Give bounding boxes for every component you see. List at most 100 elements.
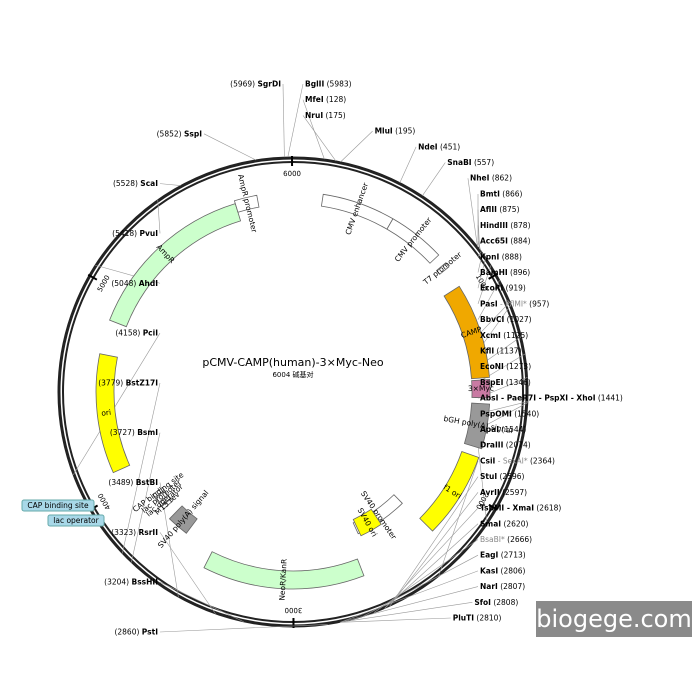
site-leader-r15 <box>477 280 500 320</box>
feature-12 <box>154 490 169 504</box>
site-leader-r30 <box>362 554 479 617</box>
feature-2 <box>435 262 450 275</box>
site-label-r19: BspEI (1346) <box>480 378 531 387</box>
site-label-r24: CsiI - SexAI* (2364) <box>480 456 555 465</box>
site-label-l2: (3323) RsrII <box>111 528 158 537</box>
site-label-r34: PluTI (2810) <box>453 614 502 623</box>
feature-16 <box>109 203 242 328</box>
watermark-logo: biogege.com <box>536 601 692 637</box>
tick-label-4000: 4000 <box>97 492 113 511</box>
callout-1: lac operator <box>47 514 105 527</box>
plasmid-size: 6004 碱基对 <box>272 370 313 379</box>
site-label-r11: KpnI (888) <box>480 252 522 261</box>
site-label-r2: NruI (175) <box>305 111 346 120</box>
site-leader-r33 <box>340 601 473 623</box>
feature-label-9: NeoR/KanR <box>278 559 289 601</box>
site-label-l10: (5852) SspI <box>157 129 203 138</box>
tick-1000 <box>488 272 498 280</box>
site-label-l9: (5528) ScaI <box>113 179 158 188</box>
feature-5 <box>463 402 491 450</box>
feature-label-4: 3×Myc <box>468 384 494 393</box>
feature-14 <box>151 487 165 499</box>
callouts: CAP binding site lac operator <box>21 499 105 527</box>
site-label-r23: DraIII (2074) <box>480 441 531 450</box>
site-leader-r0 <box>287 83 304 158</box>
tick-5000 <box>87 273 98 281</box>
feature-3 <box>443 285 490 380</box>
site-label-r0: BglII (5983) <box>305 80 352 89</box>
site-leader-r32 <box>340 586 479 623</box>
site-label-r27: TspMI - XmaI (2618) <box>480 504 561 513</box>
feature-4 <box>471 379 491 399</box>
site-label-r17: KflI (1137) <box>480 347 522 356</box>
site-label-r22: ApaI (1544) <box>480 425 526 434</box>
site-leader-r5 <box>422 162 446 196</box>
site-leader-r16 <box>477 301 511 336</box>
tick-label-5000: 5000 <box>96 274 112 293</box>
site-label-r33: SfoI (2808) <box>474 598 518 607</box>
site-label-r6: NheI (862) <box>470 174 512 183</box>
site-leader-r27 <box>384 507 479 609</box>
site-label-l3: (3489) BstBI <box>108 478 158 487</box>
site-leaders <box>72 83 528 633</box>
tick-label-6000: 6000 <box>283 170 301 178</box>
site-label-r25: StuI (2596) <box>480 472 525 481</box>
site-leader-r1 <box>302 99 325 160</box>
site-label-r9: HindIII (878) <box>480 221 531 230</box>
site-label-r13: EcoRI (919) <box>480 284 526 293</box>
site-leader-l5 <box>121 382 161 554</box>
feature-11 <box>158 494 172 507</box>
site-leader-r31 <box>340 570 479 623</box>
site-leader-l11 <box>282 83 285 158</box>
site-label-r26: AvrII (2597) <box>480 488 527 497</box>
feature-6 <box>419 451 480 532</box>
site-leader-l1 <box>159 581 244 623</box>
site-label-r20: AbsI - PaeR7I - PspXI - XhoI (1441) <box>480 394 623 403</box>
svg-text:CAP binding site: CAP binding site <box>27 501 89 510</box>
tick-label-3000: 3000 <box>285 606 303 614</box>
site-leader-l10 <box>203 133 256 161</box>
plasmid-name: pCMV-CAMP(human)-3×Myc-Neo <box>202 356 383 369</box>
site-leader-r28 <box>384 523 479 609</box>
feature-10 <box>168 505 198 534</box>
site-leader-r29 <box>373 539 479 613</box>
site-label-r7: BmtI (866) <box>480 189 523 198</box>
site-label-r14: PasI - PflMI* (957) <box>480 299 549 308</box>
feature-1 <box>386 218 440 264</box>
site-label-l0: (2860) PstI <box>114 628 158 637</box>
feature-13 <box>161 497 174 510</box>
site-leader-l2 <box>159 532 216 615</box>
site-leader-r34 <box>339 617 451 623</box>
site-leader-l0 <box>159 624 328 633</box>
site-label-r31: KasI (2806) <box>480 566 526 575</box>
site-label-l11: (5969) SgrDI <box>230 80 281 89</box>
site-leader-r13 <box>477 257 487 289</box>
site-leader-r6 <box>467 178 478 247</box>
site-leader-r4 <box>399 146 417 183</box>
site-label-r29: BsaBI* (2666) <box>480 535 532 544</box>
site-leader-l4 <box>131 432 161 563</box>
site-leader-r23 <box>477 445 488 525</box>
feature-label-15: ori <box>101 408 112 418</box>
site-label-r5: SnaBI (557) <box>447 158 494 167</box>
site-leader-r25 <box>389 476 479 607</box>
site-label-r30: EagI (2713) <box>480 551 526 560</box>
tick-2000 <box>488 503 499 511</box>
feature-17 <box>233 194 260 213</box>
site-label-l4: (3727) BsmI <box>110 428 158 437</box>
site-leader-r11 <box>477 251 482 257</box>
site-label-l5: (3779) BstZ17I <box>98 378 158 387</box>
site-leader-r3 <box>340 130 373 163</box>
site-label-r12: BamHI (896) <box>480 268 530 277</box>
site-leader-l9 <box>159 183 181 186</box>
site-leader-r24 <box>438 460 479 577</box>
site-label-l8: (5418) PvuI <box>112 229 158 238</box>
site-leader-r14 <box>477 265 492 304</box>
site-label-r32: NarI (2807) <box>480 582 525 591</box>
site-label-r3: MluI (195) <box>375 127 416 136</box>
site-label-r16: XcmI (1125) <box>480 331 528 340</box>
feature-9 <box>203 551 365 590</box>
site-label-r10: Acc65I (884) <box>480 237 531 246</box>
